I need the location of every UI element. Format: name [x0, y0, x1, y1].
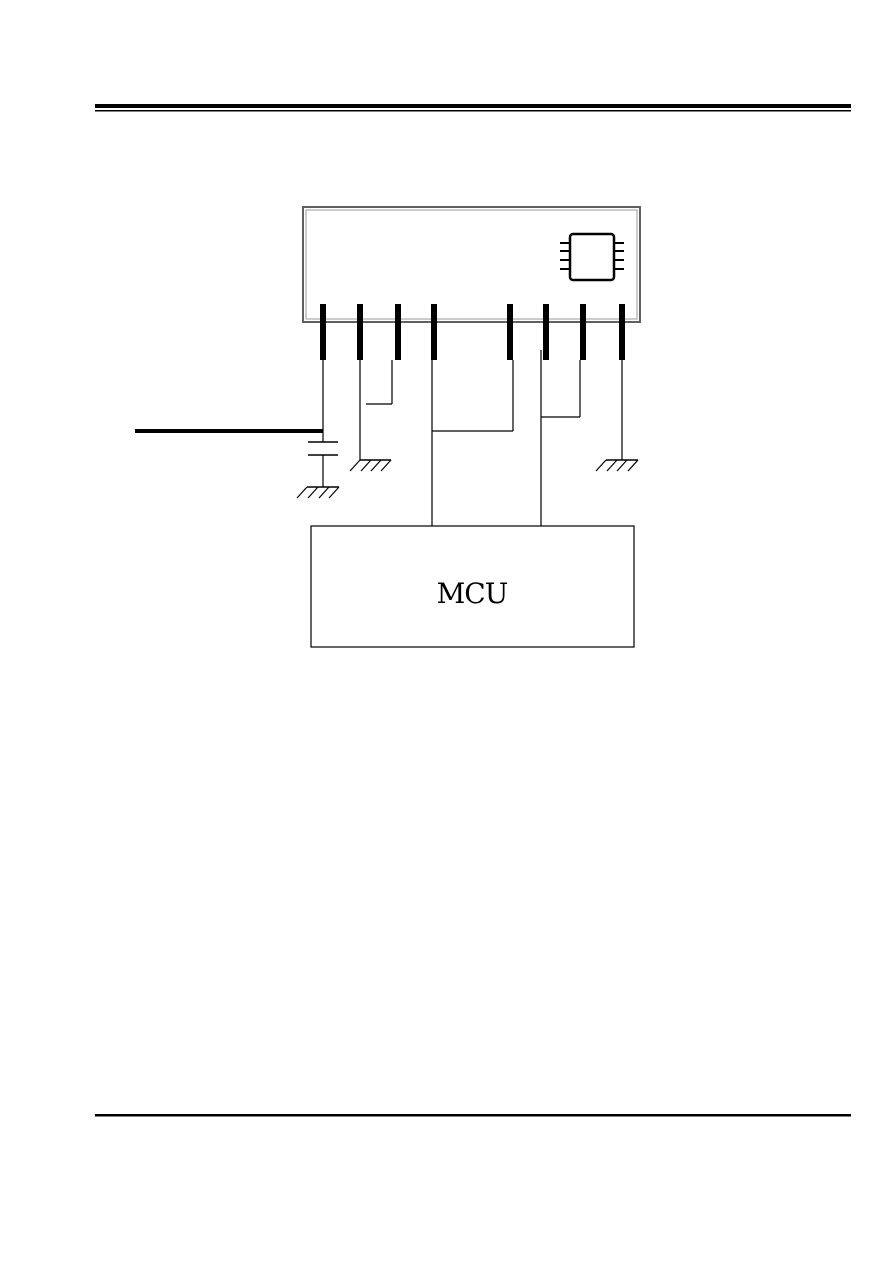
capacitor	[308, 441, 338, 487]
pin-1	[320, 304, 326, 360]
ground-symbol-right	[595, 459, 639, 472]
pin-7	[580, 304, 586, 360]
pin-2	[357, 304, 363, 360]
mcu-label: MCU	[437, 577, 508, 610]
pins-2-3-ground-net	[359, 360, 393, 460]
header-rule	[95, 104, 851, 112]
pin-4	[431, 304, 437, 360]
pin-8	[619, 304, 625, 360]
chip-icon	[560, 232, 624, 282]
ground-symbol-left	[349, 459, 392, 472]
module-pins	[320, 304, 625, 360]
pin-3	[395, 304, 401, 360]
pins-6-7-mcu-net	[540, 350, 581, 526]
input-wire	[135, 360, 324, 442]
mcu-block: MCU	[310, 525, 635, 648]
pin-5	[507, 304, 513, 360]
pin-6	[543, 304, 549, 360]
footer-rule	[95, 1114, 851, 1117]
pins-4-5-mcu-net	[431, 360, 514, 526]
ground-symbol-capacitor	[296, 486, 340, 499]
